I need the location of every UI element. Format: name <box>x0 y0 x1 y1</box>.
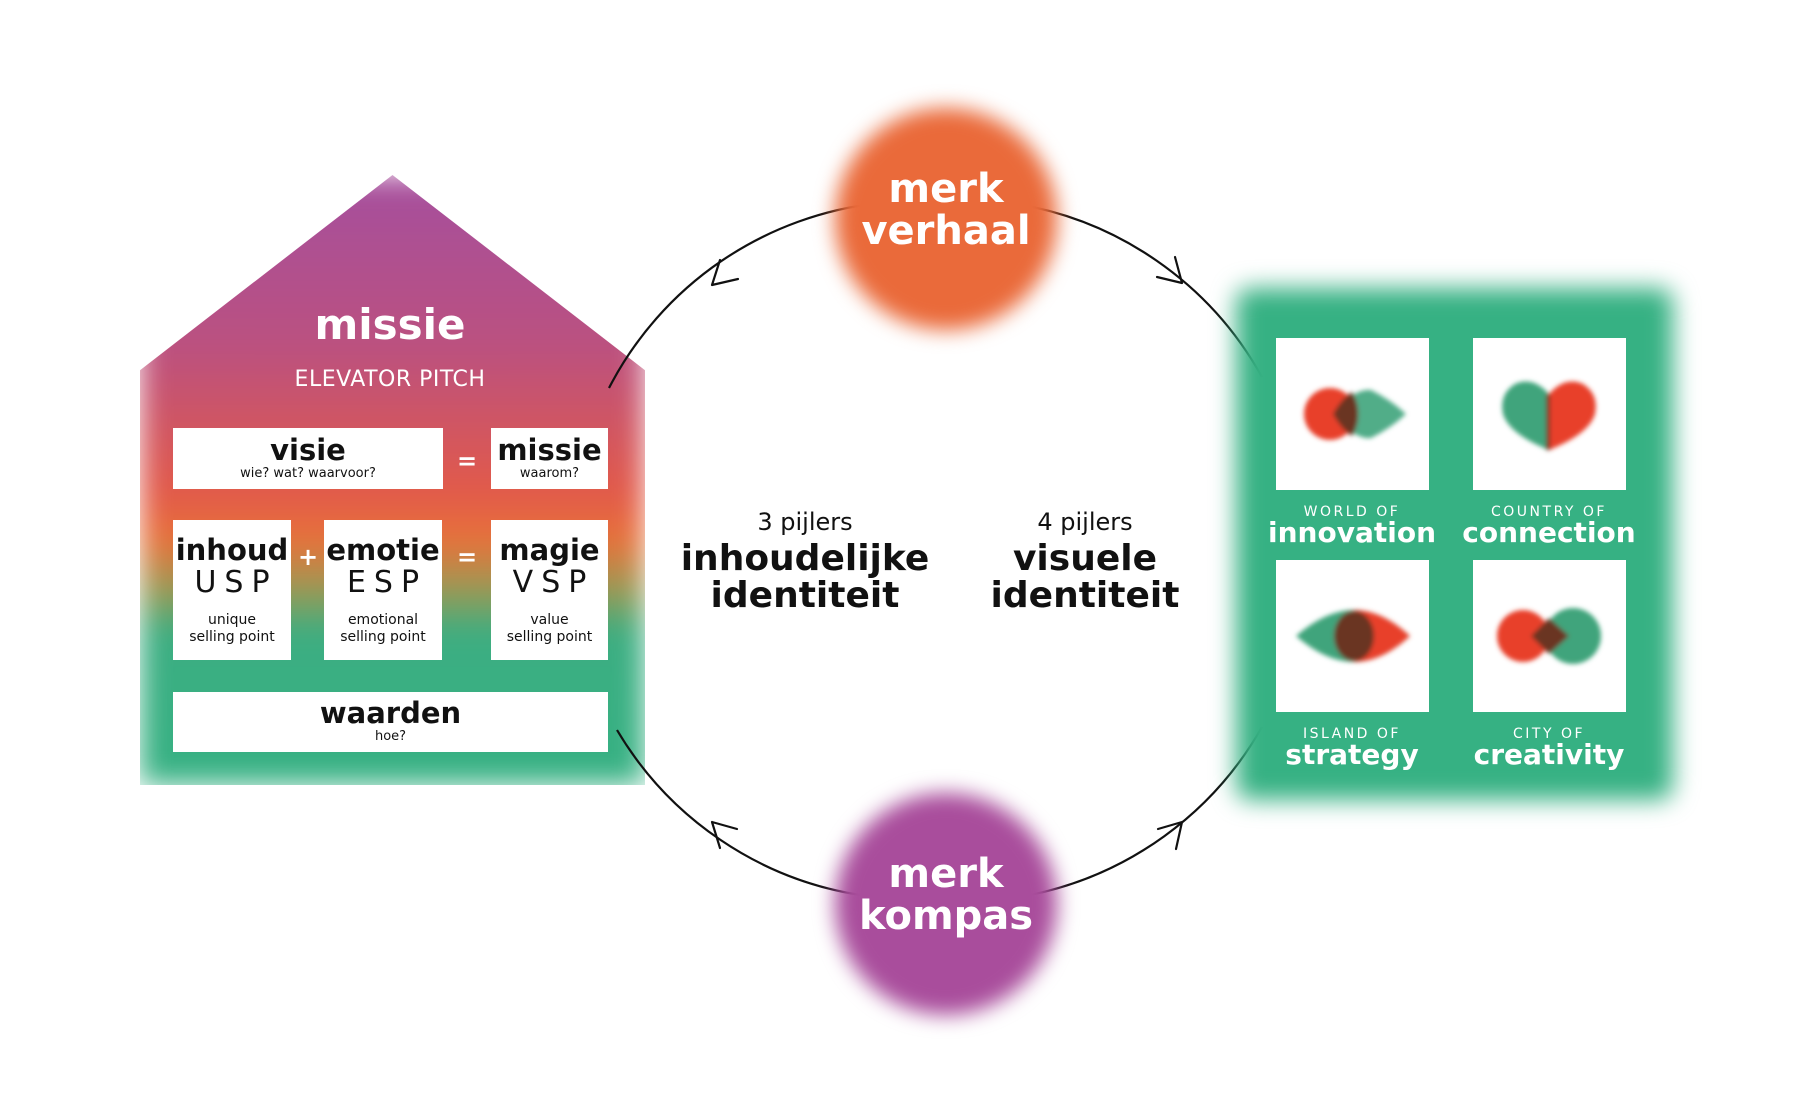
card-visie-sub: wie? wat? waarvoor? <box>240 466 376 481</box>
card-inhoud-title: inhoud <box>175 533 289 567</box>
left-pillar-line2: identiteit <box>710 575 900 616</box>
card-emotie-desc1: emotional <box>347 612 419 628</box>
tile-connection-prefix: COUNTRY OF <box>1491 504 1607 520</box>
left-pillar-line1: inhoudelijke <box>680 538 930 579</box>
label-merk-verhaal-line2: verhaal <box>861 208 1031 254</box>
arc-top-left <box>608 201 881 389</box>
card-visie-title: visie <box>270 433 346 467</box>
card-missie: missie waarom? <box>491 428 608 489</box>
label-merk-kompas-line2: kompas <box>858 893 1034 939</box>
card-inhoud-desc2: selling point <box>189 629 275 645</box>
right-pillar-count: 4 pijlers <box>1037 508 1133 536</box>
blob-merk-verhaal <box>835 108 1057 330</box>
card-inhoud-code: USP <box>194 565 278 600</box>
arrowhead-top-right <box>1155 255 1184 285</box>
card-inhoud-desc1: unique <box>207 612 256 628</box>
tile-connection-label: connection <box>1462 516 1636 549</box>
tile-innovation-label: innovation <box>1268 516 1436 549</box>
left-pillar-count: 3 pijlers <box>757 508 853 536</box>
card-waarden: waarden hoe? <box>173 692 608 752</box>
card-emotie: emotie ESP emotional selling point <box>324 520 442 660</box>
card-magie: magie VSP value selling point <box>491 520 608 660</box>
card-waarden-sub: hoe? <box>374 729 407 744</box>
card-inhoud: inhoud USP unique selling point <box>173 520 291 660</box>
plus-sign: + <box>297 543 319 571</box>
tile-innovation-prefix: WORLD OF <box>1303 504 1401 520</box>
card-missie-sub: waarom? <box>519 466 580 481</box>
label-merk-verhaal: merk verhaal <box>846 168 1046 252</box>
tile-innovation <box>1276 338 1429 490</box>
arrowhead-top-left <box>710 258 740 287</box>
arc-bottom-right <box>1029 726 1263 897</box>
card-emotie-code: ESP <box>346 565 428 600</box>
innovation-shape-icon <box>1304 388 1406 440</box>
tile-strategy-label: strategy <box>1285 738 1419 771</box>
right-pillar-line2: identiteit <box>990 575 1180 616</box>
blob-merk-kompas <box>835 793 1057 1015</box>
card-emotie-desc2: selling point <box>340 629 426 645</box>
infinity-icon <box>1497 608 1601 664</box>
house-subtitle: ELEVATOR PITCH <box>294 367 486 392</box>
right-pillar-line1: visuele <box>1012 538 1158 579</box>
tile-creativity-prefix: CITY OF <box>1512 726 1586 742</box>
tile-creativity <box>1473 560 1626 712</box>
label-merk-verhaal-line1: merk <box>888 166 1004 212</box>
label-merk-kompas: merk kompas <box>846 853 1046 937</box>
card-magie-title: magie <box>499 533 600 567</box>
card-missie-title: missie <box>497 433 602 467</box>
card-magie-code: VSP <box>512 565 595 600</box>
tile-creativity-label: creativity <box>1473 738 1625 771</box>
arrowhead-bottom-left <box>710 820 739 850</box>
equals-sign-2: = <box>456 543 478 571</box>
arrowhead-bottom-right <box>1156 820 1184 851</box>
arc-bottom-left <box>616 729 861 897</box>
right-pillar-title: visuele identiteit <box>950 540 1220 614</box>
label-merk-kompas-line1: merk <box>888 851 1004 897</box>
house-title: missie <box>314 300 466 349</box>
heart-icon <box>1502 381 1596 450</box>
card-magie-desc2: selling point <box>506 629 593 645</box>
card-emotie-title: emotie <box>326 533 440 567</box>
card-magie-desc1: value <box>530 612 569 628</box>
tile-strategy-prefix: ISLAND OF <box>1303 726 1401 742</box>
equals-sign-1: = <box>456 447 478 475</box>
tile-strategy <box>1276 560 1429 712</box>
card-waarden-title: waarden <box>319 696 462 730</box>
tile-connection <box>1473 338 1626 490</box>
card-visie: visie wie? wat? waarvoor? <box>173 428 443 489</box>
strategy-shape-icon <box>1296 610 1410 662</box>
left-pillar-title: inhoudelijke identiteit <box>660 540 950 614</box>
